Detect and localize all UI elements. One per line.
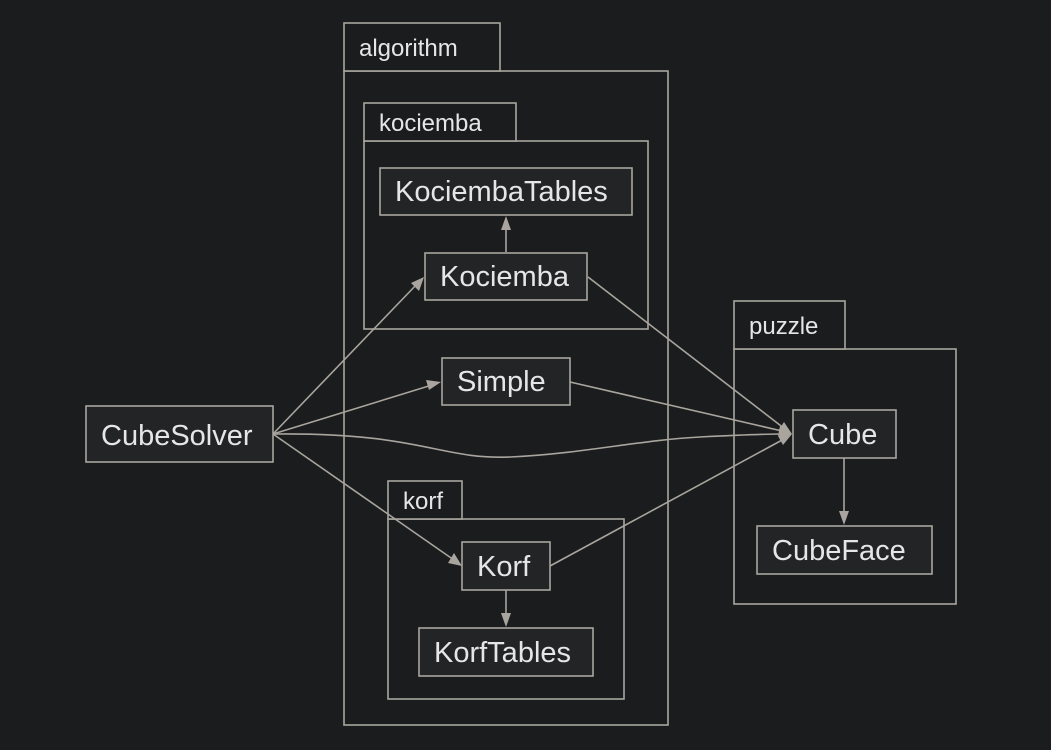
node-korf-tables-box (418, 627, 594, 677)
arrowhead-simple-from-cubesolver (426, 380, 441, 390)
node-korf: Korf (461, 541, 551, 591)
arrowhead-kociembatables-from-kociemba (501, 216, 511, 230)
node-kociemba-tables-box (379, 167, 633, 216)
edge-kociemba-cube (587, 276, 786, 430)
edge-korf-cube (549, 438, 785, 567)
node-kociemba-tables-label: KociembaTables (395, 176, 608, 208)
arrowhead-cube-from-korf (778, 434, 792, 445)
package-puzzle-tab (733, 300, 846, 350)
node-korf-tables: KorfTables (418, 627, 594, 677)
package-kociemba-tab (363, 102, 517, 142)
node-kociemba-box (424, 252, 588, 301)
node-simple: Simple (441, 357, 571, 406)
node-cubesolver: CubeSolver (85, 405, 274, 463)
package-algorithm-tab (343, 22, 501, 72)
arrowhead-korftables-from-korf (501, 613, 511, 627)
node-korf-box (461, 541, 551, 591)
edge-cubesolver-cube (272, 433, 783, 459)
arrowhead-kociemba-from-cubesolver (411, 277, 424, 291)
arrowhead-korf-from-cubesolver (448, 553, 462, 566)
node-korf-tables-label: KorfTables (434, 637, 571, 669)
node-kociemba-label: Kociemba (440, 261, 570, 293)
edges (272, 216, 849, 627)
node-cube: Cube (792, 409, 897, 459)
node-kociemba: Kociemba (424, 252, 588, 301)
package-korf-tab (387, 480, 463, 520)
edge-cubesolver-kociemba (272, 282, 419, 435)
node-cube-box (792, 409, 897, 459)
arrowhead-cube-from-simple (778, 426, 792, 436)
node-simple-label: Simple (457, 366, 546, 398)
node-cubesolver-box (85, 405, 274, 463)
edge-cubesolver-simple (272, 384, 433, 435)
node-kociemba-tables: KociembaTables (379, 167, 633, 216)
package-kociemba-label: kociemba (379, 110, 482, 137)
package-algorithm-label: algorithm (359, 35, 458, 62)
node-cubeface: CubeFace (756, 525, 933, 575)
node-simple-box (441, 357, 571, 406)
node-cubeface-label: CubeFace (772, 535, 906, 567)
node-korf-label: Korf (477, 551, 531, 583)
package-puzzle-label: puzzle (749, 313, 818, 340)
edge-cubesolver-korf (272, 433, 455, 561)
node-cubeface-box (756, 525, 933, 575)
node-cube-label: Cube (808, 419, 877, 451)
package-korf-label: korf (403, 488, 443, 515)
edge-simple-cube (569, 381, 783, 432)
node-cubesolver-label: CubeSolver (101, 420, 253, 452)
arrowhead-cubeface-from-cube (839, 511, 849, 525)
